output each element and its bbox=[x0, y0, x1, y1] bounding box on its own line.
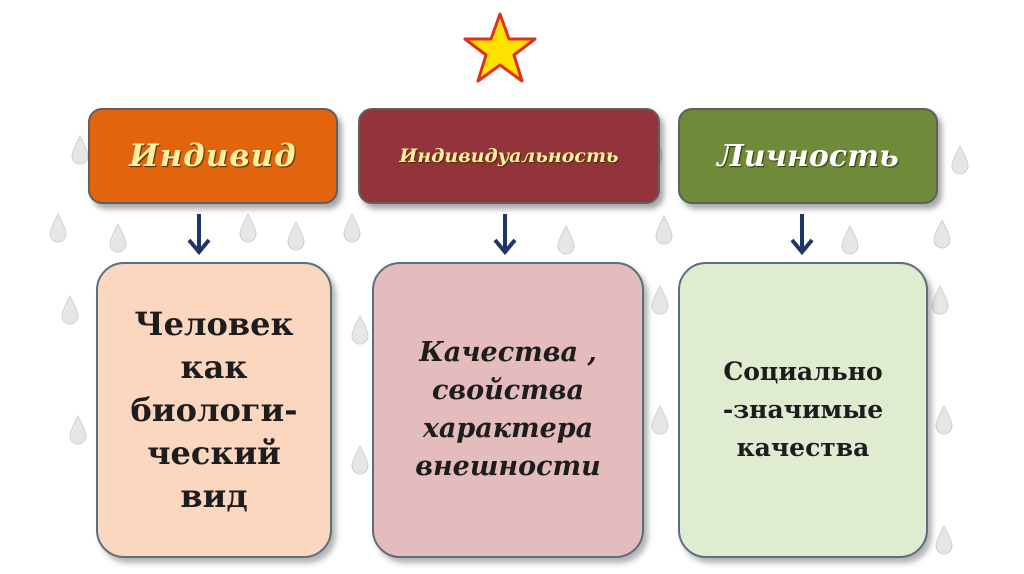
header-label: Индивидуальность bbox=[399, 145, 619, 167]
header-personality: Личность bbox=[678, 108, 938, 204]
card-personality: Социально -значимые качества bbox=[678, 262, 928, 558]
card-text: Качества , свойства характера внешности bbox=[415, 337, 601, 482]
arrow-down-icon bbox=[790, 214, 814, 256]
header-individuality: Индивидуальность bbox=[358, 108, 660, 204]
star-icon bbox=[463, 12, 537, 83]
card-individual: Человек как биологи- ческий вид bbox=[96, 262, 332, 558]
header-label: Личность bbox=[717, 138, 899, 174]
card-text: Человек как биологи- ческий вид bbox=[130, 304, 298, 515]
header-label: Индивид bbox=[129, 138, 297, 174]
card-individuality: Качества , свойства характера внешности bbox=[372, 262, 644, 558]
header-individual: Индивид bbox=[88, 108, 338, 204]
card-text: Социально -значимые качества bbox=[722, 357, 884, 462]
arrow-down-icon bbox=[493, 214, 517, 256]
arrow-down-icon bbox=[187, 214, 211, 256]
